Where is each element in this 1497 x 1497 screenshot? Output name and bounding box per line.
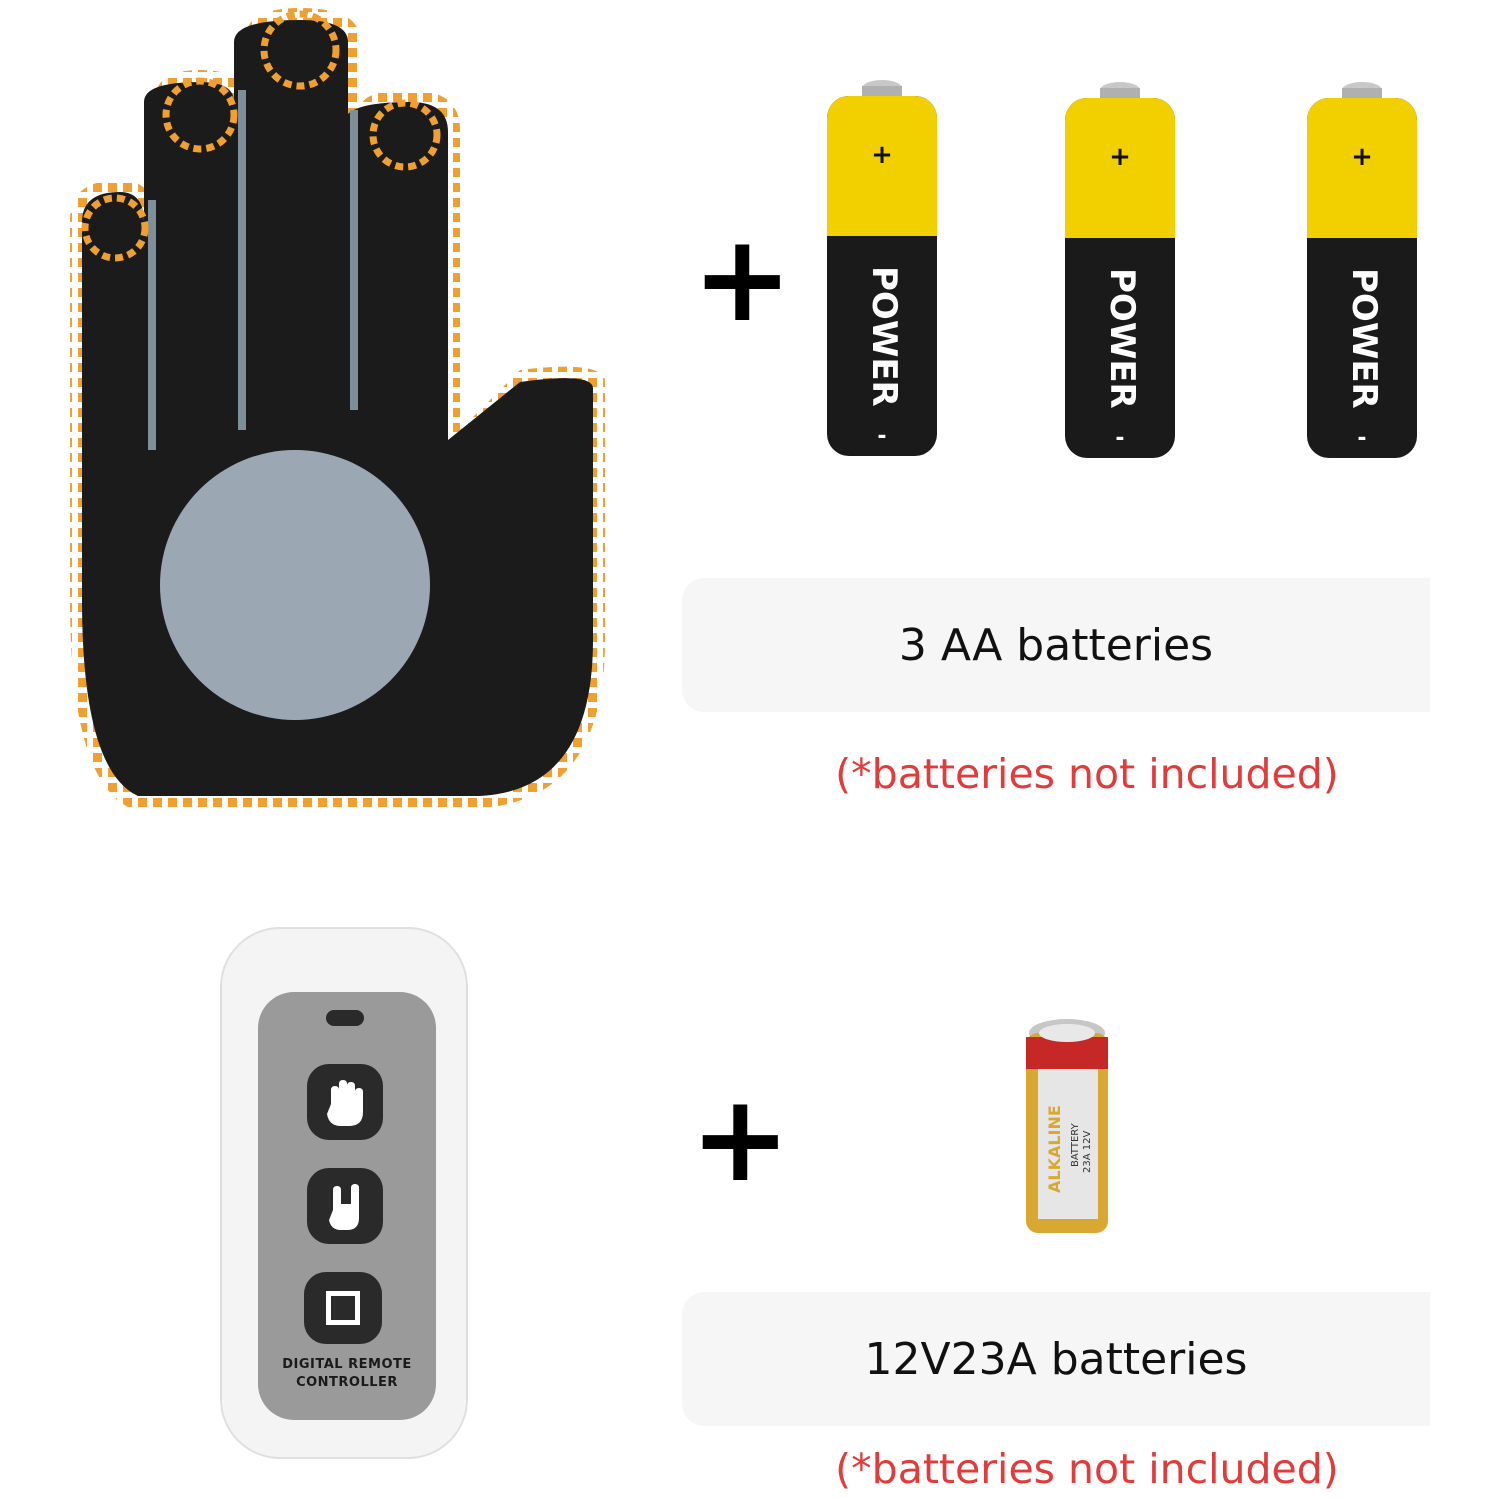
svg-text:-: - xyxy=(1115,426,1124,451)
remote-led-indicator xyxy=(326,1010,364,1026)
svg-text:23A 12V: 23A 12V xyxy=(1082,1131,1093,1173)
plus-icon-top: + xyxy=(692,210,793,349)
hand-gesture-icon xyxy=(329,1184,359,1230)
svg-text:+: + xyxy=(1109,142,1131,172)
rock-hand-button[interactable] xyxy=(307,1168,383,1244)
svg-text:-: - xyxy=(877,424,886,449)
aa-battery-label: 3 AA batteries xyxy=(682,578,1430,712)
aa-battery-3: + POWER - xyxy=(1307,82,1417,458)
stop-hand-button[interactable] xyxy=(307,1064,383,1140)
svg-text:-: - xyxy=(1357,426,1366,451)
cell-battery-23a: ALKALINE BATTERY 23A 12V xyxy=(1026,1019,1108,1233)
aa-battery-1: + POWER - xyxy=(827,80,937,456)
svg-text:POWER: POWER xyxy=(1102,268,1142,409)
hand-open-icon xyxy=(327,1080,363,1126)
svg-text:+: + xyxy=(1351,142,1373,172)
svg-text:POWER: POWER xyxy=(864,266,904,407)
aa-battery-2: + POWER - xyxy=(1065,82,1175,458)
plus-icon-bottom: + xyxy=(690,1070,791,1209)
remote-label-line1: DIGITAL REMOTE xyxy=(282,1357,412,1372)
square-button[interactable] xyxy=(304,1272,382,1344)
svg-text:ALKALINE: ALKALINE xyxy=(1045,1105,1064,1193)
svg-text:POWER: POWER xyxy=(1344,268,1384,409)
aa-battery-note: (*batteries not included) xyxy=(835,750,1339,798)
hand-led-panel xyxy=(70,8,605,808)
cell-battery-label: 12V23A batteries xyxy=(682,1292,1430,1426)
square-icon xyxy=(326,1291,360,1325)
cell-battery-note: (*batteries not included) xyxy=(835,1445,1339,1493)
remote-label-line2: CONTROLLER xyxy=(296,1375,398,1390)
svg-text:+: + xyxy=(871,140,893,170)
svg-text:BATTERY: BATTERY xyxy=(1070,1122,1081,1167)
